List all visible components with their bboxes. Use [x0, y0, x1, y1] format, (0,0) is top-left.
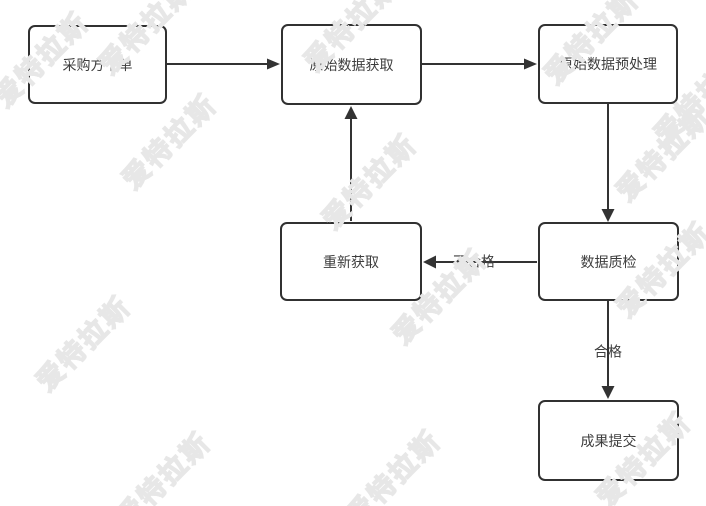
connector-qc-to-reacquire: [423, 255, 537, 269]
flow-node-order: 采购方下单: [28, 25, 167, 104]
flow-node-submit: 成果提交: [538, 400, 679, 481]
flow-node-preprocess: 原始数据预处理: [538, 24, 678, 104]
flow-node-reacquire: 重新获取: [280, 222, 422, 301]
flow-node-preprocess-label: 原始数据预处理: [559, 56, 657, 72]
flow-node-qc: 数据质检: [538, 222, 679, 301]
flow-node-acquire: 原始数据获取: [281, 24, 422, 105]
connector-preprocess-to-qc: [601, 104, 615, 222]
flow-node-acquire-label: 原始数据获取: [309, 56, 394, 73]
flow-node-submit-label: 成果提交: [580, 432, 637, 449]
connector-qc-to-submit: [601, 301, 615, 399]
flow-node-qc-label: 数据质检: [580, 253, 637, 270]
edge-label-pass: 合格: [594, 343, 622, 360]
flow-node-reacquire-label: 重新获取: [323, 253, 379, 270]
connector-order-to-acquire: [167, 58, 280, 70]
connector-reacquire-to-acquire: [344, 106, 358, 221]
edge-label-fail: 不合格: [453, 253, 495, 270]
flow-node-order-label: 采购方下单: [62, 56, 133, 73]
connector-acquire-to-preprocess: [422, 58, 537, 70]
